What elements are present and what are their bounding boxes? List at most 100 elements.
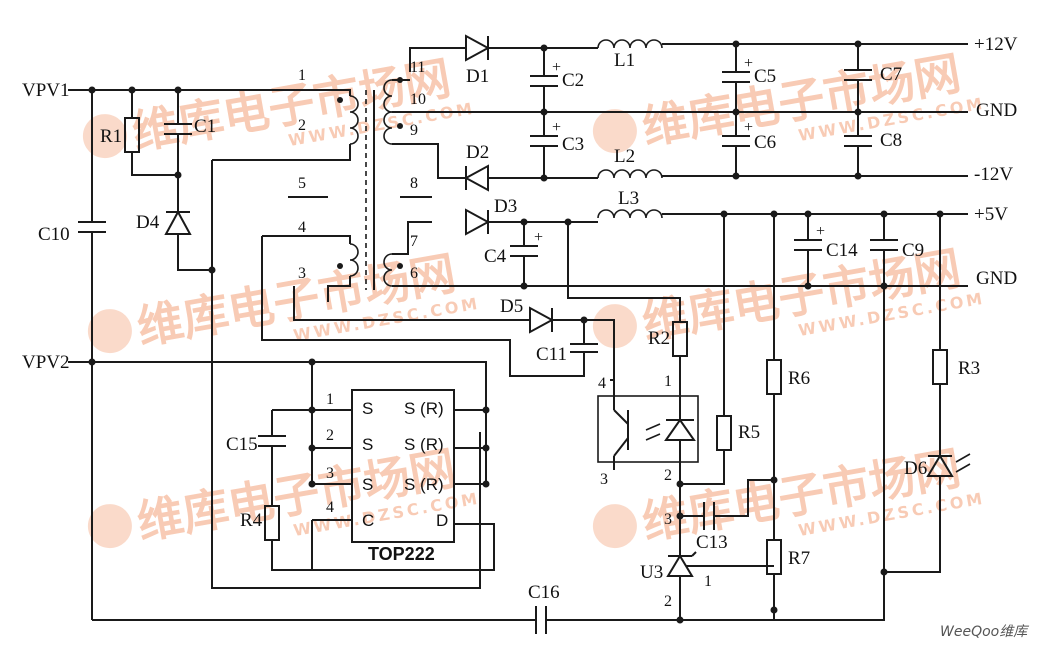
svg-text:D4: D4 bbox=[136, 212, 160, 233]
svg-text:6: 6 bbox=[410, 265, 418, 282]
capacitor-c1: C1 bbox=[164, 90, 216, 175]
svg-text:U3: U3 bbox=[640, 562, 663, 583]
svg-text:C: C bbox=[362, 511, 374, 530]
svg-text:9: 9 bbox=[410, 122, 418, 139]
net-label-gnd-1: GND bbox=[976, 100, 1017, 121]
svg-text:C4: C4 bbox=[484, 246, 507, 267]
svg-text:R5: R5 bbox=[738, 422, 760, 443]
svg-text:2: 2 bbox=[326, 427, 334, 444]
svg-text:+: + bbox=[552, 59, 561, 76]
svg-text:1: 1 bbox=[704, 573, 712, 590]
svg-text:4: 4 bbox=[598, 375, 606, 392]
svg-text:R7: R7 bbox=[788, 548, 810, 569]
led-d6: D6 bbox=[884, 453, 971, 573]
diode-d3: D3 bbox=[465, 196, 517, 236]
svg-text:S: S bbox=[362, 475, 373, 494]
capacitor-c11: C11 bbox=[536, 320, 598, 377]
resistor-r4: R4 bbox=[240, 505, 313, 570]
svg-text:L3: L3 bbox=[618, 188, 639, 209]
svg-text:1: 1 bbox=[664, 373, 672, 390]
svg-text:C8: C8 bbox=[880, 130, 902, 151]
capacitor-c10: C10 bbox=[38, 90, 106, 620]
svg-text:R4: R4 bbox=[240, 510, 263, 531]
svg-text:C13: C13 bbox=[696, 532, 728, 553]
svg-text:10: 10 bbox=[410, 91, 426, 108]
svg-text:3: 3 bbox=[326, 465, 334, 482]
svg-text:C5: C5 bbox=[754, 66, 776, 87]
svg-text:2: 2 bbox=[298, 117, 306, 134]
resistor-r1: R1 bbox=[100, 90, 178, 176]
capacitor-c4: + C4 bbox=[484, 222, 543, 286]
svg-text:C14: C14 bbox=[826, 240, 858, 261]
svg-text:+: + bbox=[816, 223, 825, 240]
svg-text:C16: C16 bbox=[528, 582, 560, 603]
svg-text:R1: R1 bbox=[100, 126, 122, 147]
net-label-plus5v: +5V bbox=[974, 204, 1008, 225]
svg-text:1: 1 bbox=[298, 67, 306, 84]
svg-text:D: D bbox=[436, 511, 448, 530]
capacitor-c9: C9 bbox=[870, 214, 924, 286]
resistor-r7: R7 bbox=[766, 539, 810, 610]
capacitor-c16: C16 bbox=[528, 582, 560, 603]
svg-text:D6: D6 bbox=[904, 458, 927, 479]
resistor-r3: R3 bbox=[932, 214, 980, 456]
svg-text:D1: D1 bbox=[466, 66, 489, 87]
capacitor-c7: C7 bbox=[844, 44, 902, 112]
svg-text:+: + bbox=[552, 119, 561, 136]
net-label-vpv2: VPV2 bbox=[22, 352, 70, 373]
svg-text:S (R): S (R) bbox=[404, 399, 444, 418]
svg-text:C10: C10 bbox=[38, 224, 70, 245]
svg-text:C3: C3 bbox=[562, 134, 584, 155]
capacitor-c2: + C2 bbox=[530, 48, 584, 112]
svg-text:S: S bbox=[362, 435, 373, 454]
capacitor-c6: + C6 bbox=[722, 112, 776, 176]
svg-text:4: 4 bbox=[326, 499, 334, 516]
svg-text:C9: C9 bbox=[902, 240, 924, 261]
svg-text:C7: C7 bbox=[880, 64, 902, 85]
svg-text:+: + bbox=[744, 119, 753, 136]
svg-text:2: 2 bbox=[664, 467, 672, 484]
svg-text:D2: D2 bbox=[466, 142, 489, 163]
ic-part-number: TOP222 bbox=[368, 544, 435, 564]
capacitor-c15: C15 bbox=[226, 410, 286, 506]
optocoupler: 4 1 2 3 bbox=[597, 373, 699, 556]
diode-d2: D2 bbox=[463, 142, 489, 192]
inductor-l2: L2 bbox=[597, 146, 663, 179]
svg-text:C6: C6 bbox=[754, 132, 776, 153]
resistor-r6: R6 bbox=[766, 214, 810, 540]
svg-text:R3: R3 bbox=[958, 358, 980, 379]
svg-text:D5: D5 bbox=[500, 296, 523, 317]
svg-text:L2: L2 bbox=[614, 146, 635, 167]
svg-text:S: S bbox=[362, 399, 373, 418]
resistor-r5: R5 bbox=[680, 214, 760, 485]
svg-text:3: 3 bbox=[298, 265, 306, 282]
svg-text:+: + bbox=[534, 229, 543, 246]
net-label-plus12v: +12V bbox=[974, 34, 1018, 55]
svg-text:L1: L1 bbox=[614, 50, 635, 71]
transformer-t1: 1 2 5 4 3 11 10 9 8 7 6 bbox=[262, 59, 432, 302]
capacitor-c5: + C5 bbox=[722, 44, 776, 112]
capacitor-c3: + C3 bbox=[530, 112, 584, 176]
svg-text:2: 2 bbox=[664, 593, 672, 610]
source-credit: WeeQoo维库 bbox=[940, 624, 1029, 640]
svg-text:S (R): S (R) bbox=[404, 435, 444, 454]
ic-top222: S S S C S (R) S (R) S (R) D TOP222 1 2 3… bbox=[326, 389, 455, 564]
svg-text:3: 3 bbox=[600, 471, 608, 488]
shunt-regulator-u3: U3 3 1 2 bbox=[640, 511, 774, 620]
svg-text:C11: C11 bbox=[536, 344, 567, 365]
svg-text:+: + bbox=[744, 55, 753, 72]
svg-text:4: 4 bbox=[298, 219, 306, 236]
svg-text:7: 7 bbox=[410, 233, 418, 250]
inductor-l1: L1 bbox=[597, 39, 663, 71]
capacitor-c14: + C14 bbox=[794, 214, 858, 286]
svg-text:S (R): S (R) bbox=[404, 475, 444, 494]
svg-text:C1: C1 bbox=[194, 116, 216, 137]
capacitor-c8: C8 bbox=[844, 112, 902, 176]
svg-text:1: 1 bbox=[326, 391, 334, 408]
net-label-gnd-2: GND bbox=[976, 268, 1017, 289]
svg-text:5: 5 bbox=[298, 175, 306, 192]
svg-text:C2: C2 bbox=[562, 70, 584, 91]
capacitor-c13: C13 bbox=[680, 479, 774, 553]
